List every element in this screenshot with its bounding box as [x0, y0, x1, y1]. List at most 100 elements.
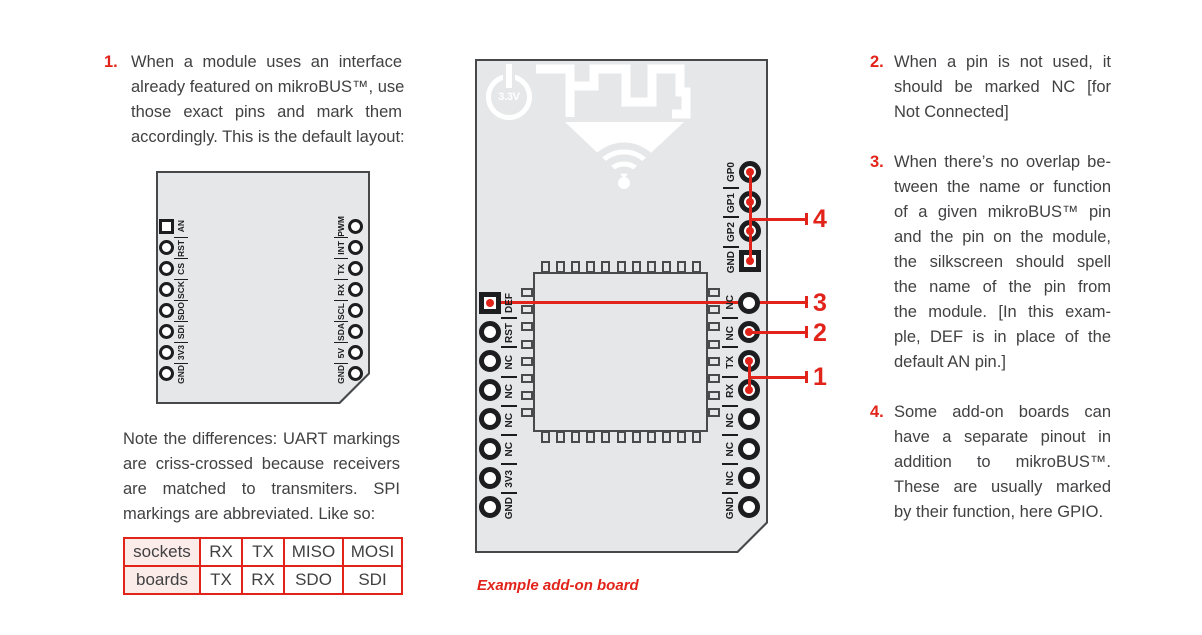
pin-nc: NC [479, 433, 517, 463]
chip-lead [521, 408, 533, 418]
pin-label: NC [501, 346, 517, 375]
pin-nc: NC [479, 375, 517, 405]
pin-label: GND [334, 363, 348, 384]
round-pad [479, 408, 501, 431]
pin-nc: NC [722, 433, 760, 463]
pin-label: RST [501, 317, 517, 346]
pin-label: 5V [334, 342, 348, 363]
round-pad [159, 324, 174, 339]
pin-sda: SDA [334, 321, 363, 342]
text-line: tween the name or function [894, 178, 1111, 196]
pin-label: PWM [336, 216, 346, 237]
pin-label: SCK [174, 279, 188, 300]
callout-line-4-vertical [749, 171, 752, 264]
round-pad [479, 466, 501, 489]
chip-lead [708, 408, 720, 418]
table-cell: RX [199, 537, 243, 567]
pin-label: NC [722, 404, 738, 434]
callout-number-1: 1 [813, 363, 827, 391]
pin-label: NC [501, 433, 517, 463]
callout-line-3 [491, 301, 807, 304]
pin-label: RST [174, 237, 188, 258]
round-pad [738, 495, 760, 518]
callout-dot [745, 356, 753, 365]
pin-nc: NC [722, 288, 760, 317]
text-line: accordingly. This is the default layout: [131, 128, 405, 146]
pin-nc: NC [722, 463, 760, 492]
callout-dot [745, 327, 753, 336]
pin-label: AN [176, 220, 186, 233]
pin-label: TX [722, 346, 738, 375]
round-pad [348, 366, 363, 381]
default-layout-board [156, 171, 370, 404]
pin-label: INT [334, 237, 348, 258]
default-layout-board-surface [158, 173, 368, 402]
pin-sdo: SDO [159, 300, 188, 321]
table-cell: TX [199, 565, 243, 595]
pin-label: NC [722, 317, 738, 346]
table-cell: SDI [342, 565, 403, 595]
round-pad [348, 282, 363, 297]
pin-gp0: GP0 [723, 157, 761, 187]
chip-lead [676, 431, 686, 443]
round-pad [348, 240, 363, 255]
chip-lead [541, 431, 550, 443]
text-line: When a pin is not used, it [894, 53, 1111, 71]
chip-lead [708, 322, 720, 332]
chip-lead [661, 431, 671, 443]
callout-line-4 [752, 218, 807, 221]
text-line: and the pin on the module, [894, 228, 1111, 246]
pin-label: GP1 [723, 186, 739, 217]
callout-number-3: 3 [813, 289, 827, 317]
pin-sck: SCK [159, 279, 188, 300]
round-pad [348, 303, 363, 318]
chip-lead [631, 431, 641, 443]
chip-lead [601, 431, 611, 443]
round-pad [479, 379, 501, 402]
chip-lead [521, 322, 533, 332]
chip-lead [521, 288, 533, 297]
pin-3v3: 3V3 [479, 463, 517, 492]
chip-lead [708, 288, 720, 297]
pin-label: DEF [503, 292, 515, 313]
round-pad [159, 345, 174, 360]
callout-line-2 [750, 331, 807, 334]
chip-lead [646, 431, 656, 443]
pin-5v: 5V [334, 342, 363, 363]
pin-scl: SCL [334, 300, 363, 321]
power-icon-bar [503, 64, 515, 88]
table-cell: sockets [123, 537, 201, 567]
round-pad [738, 408, 760, 431]
table-cell: boards [123, 565, 201, 595]
text-line: are criss-crossed because receivers [123, 455, 400, 473]
text-line: the name of the pin from [894, 278, 1111, 296]
pin-label: NC [722, 433, 738, 463]
pcb-antenna-trace-icon [536, 64, 691, 119]
chip-lead [586, 431, 596, 443]
round-pad [479, 349, 501, 372]
callout-line-1-vertical [748, 361, 751, 392]
pin-label: 3V3 [501, 463, 517, 492]
pin-3v3: 3V3 [159, 342, 188, 363]
round-pad [479, 437, 501, 460]
text-line: are matched to transmiters. SPI [123, 480, 400, 498]
pin-pwm: PWM [334, 216, 363, 237]
pin-label: NC [501, 375, 517, 405]
table-cell: MOSI [342, 537, 403, 567]
step-3-number: 3. [870, 153, 884, 171]
chip-lead [521, 305, 533, 315]
text-line: have a separate pinout in [894, 428, 1111, 446]
text-line: the module. [In this exam- [894, 303, 1111, 321]
text-line: those exact pins and mark them [131, 103, 402, 121]
round-pad [159, 366, 174, 381]
round-pad [479, 495, 501, 518]
pin-label: SCL [334, 300, 348, 321]
